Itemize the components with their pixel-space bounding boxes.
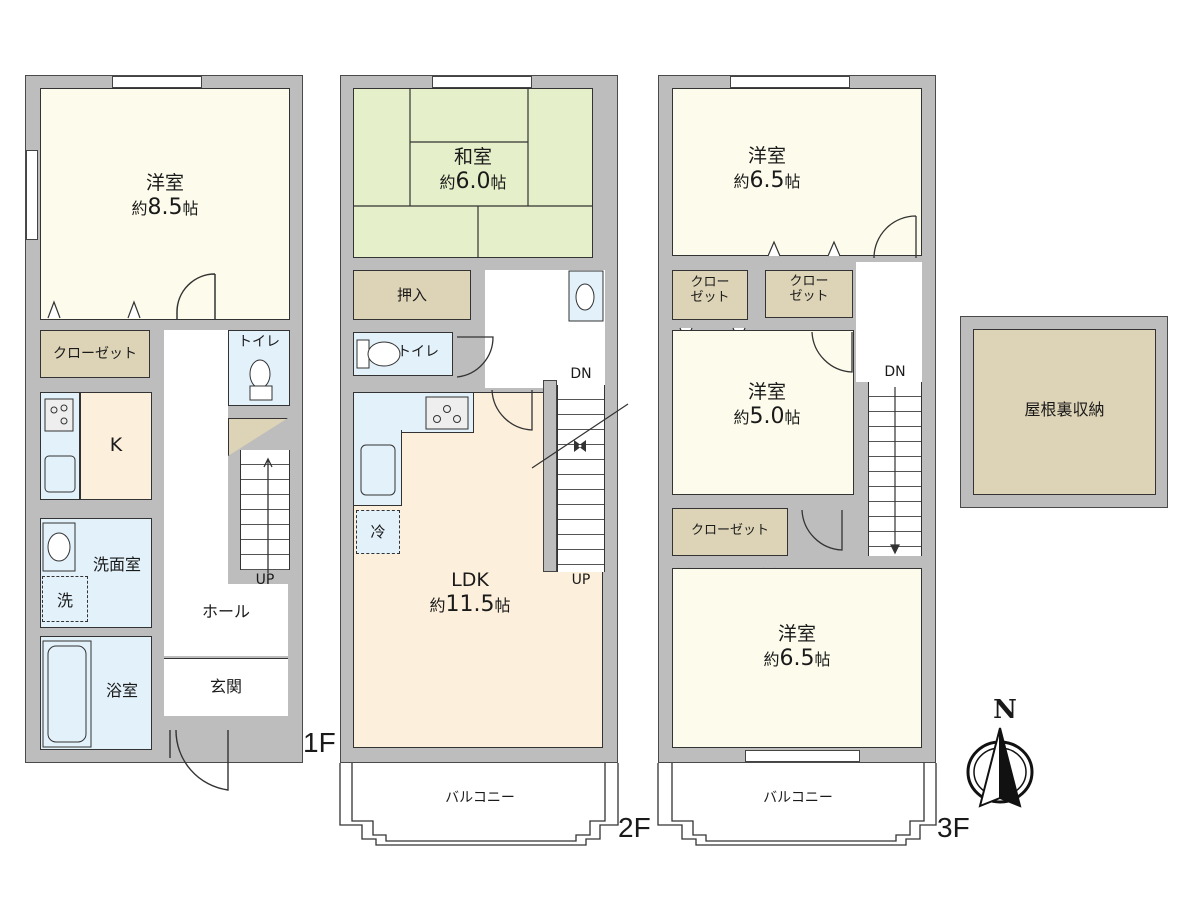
- room-3f-western-middle-label: 洋室 約5.0帖: [733, 381, 801, 429]
- room-2f-oshiire[interactable]: [353, 270, 471, 320]
- room-2f-japanese-label: 和室 約6.0帖: [439, 146, 507, 194]
- north-arrow-icon: [966, 727, 1034, 808]
- door-swing-icon: [491, 389, 533, 431]
- room-3f-closet-c[interactable]: [672, 508, 788, 556]
- bathtub-icon: [42, 640, 92, 748]
- door-swing-icon: [456, 336, 494, 378]
- room-3f-western-north[interactable]: [672, 88, 922, 256]
- compass-north-label: N: [993, 695, 1017, 725]
- washer-label: 洗: [56, 591, 73, 610]
- toilet-icon: [249, 359, 273, 401]
- balcony-3f[interactable]: [657, 763, 938, 846]
- stairs-2f[interactable]: [557, 385, 605, 572]
- room-1f-entrance[interactable]: [164, 658, 288, 716]
- room-2f-ldk-label: LDK 約11.5帖: [429, 569, 511, 617]
- door-swing-icon: [873, 215, 917, 259]
- room-3f-western-south[interactable]: [672, 568, 922, 748]
- room-1f-bath-label: 浴室: [105, 681, 138, 700]
- stair-arrow-icon: [890, 387, 900, 555]
- room-3f-closet-a-label: クローゼット: [690, 275, 730, 305]
- room-1f-kitchen-label: K: [109, 434, 123, 456]
- door-swing-icon: [801, 509, 843, 551]
- room-2f-japanese[interactable]: [353, 88, 593, 258]
- stair-wall: [543, 380, 557, 572]
- room-1f-hall-lower[interactable]: [164, 584, 288, 656]
- window: [730, 76, 850, 88]
- door-swing-icon: [176, 273, 216, 320]
- room-1f-toilet-label: トイレ: [238, 334, 280, 350]
- floor-label-3f: 3F: [937, 812, 970, 843]
- stairs-2f-dn-label: DN: [570, 366, 592, 382]
- stairs-3f-dn-label: DN: [884, 364, 906, 380]
- room-1f-entrance-label: 玄関: [209, 677, 242, 696]
- washer-space[interactable]: [42, 576, 88, 622]
- stairs-1f[interactable]: [240, 450, 290, 570]
- room-3f-western-north-label: 洋室 約6.5帖: [733, 145, 801, 193]
- room-1f-closet[interactable]: [40, 330, 150, 378]
- window: [26, 150, 38, 240]
- stair-break-icon: [531, 403, 629, 469]
- sink-icon: [360, 444, 396, 496]
- stairs-2f-up-label: UP: [571, 572, 591, 588]
- entrance-door-icon[interactable]: [168, 728, 238, 798]
- stove-icon: [425, 396, 469, 430]
- room-3f-western-south-label: 洋室 約6.5帖: [763, 623, 831, 671]
- room-3f-hall[interactable]: [856, 262, 922, 382]
- window: [112, 76, 202, 88]
- washbasin-icon: [42, 522, 76, 572]
- window: [745, 750, 860, 762]
- stair-arrow-icon: [263, 457, 273, 573]
- room-attic-storage[interactable]: [973, 329, 1156, 495]
- balcony-2f-label: バルコニー: [445, 790, 515, 806]
- sink-icon: [44, 455, 76, 493]
- room-1f-hall-label: ホール: [201, 602, 250, 621]
- balcony-3f-label: バルコニー: [763, 790, 833, 806]
- room-1f-washroom-label: 洗面室: [92, 555, 141, 574]
- room-2f-toilet-label: トイレ: [397, 344, 439, 360]
- room-3f-western-middle[interactable]: [672, 330, 854, 495]
- fridge-label: 冷: [370, 523, 386, 541]
- fridge-space[interactable]: [356, 510, 400, 554]
- room-attic-storage-label: 屋根裏収納: [1024, 400, 1105, 419]
- washbasin-icon: [568, 270, 604, 322]
- closet-door-icon: [47, 300, 141, 319]
- balcony-2f[interactable]: [339, 763, 620, 846]
- room-2f-oshiire-label: 押入: [396, 286, 427, 304]
- floor-label-2f: 2F: [618, 812, 651, 843]
- room-1f-western-label: 洋室 約8.5帖: [131, 172, 199, 220]
- door-swing-icon: [811, 331, 853, 373]
- room-3f-closet-b-label: クローゼット: [789, 274, 829, 304]
- toilet-icon: [356, 339, 401, 369]
- tatami-lines: [353, 88, 593, 258]
- stove-icon: [44, 398, 74, 432]
- window: [432, 76, 532, 88]
- room-3f-closet-c-label: クローゼット: [690, 523, 769, 538]
- room-3f-closet-b[interactable]: [765, 270, 853, 318]
- room-3f-closet-a[interactable]: [672, 270, 748, 320]
- room-1f-closet-label: クローゼット: [53, 346, 137, 362]
- floor-label-1f: 1F: [303, 727, 336, 758]
- room-1f-kitchen[interactable]: [80, 392, 152, 500]
- room-1f-western[interactable]: [40, 88, 290, 320]
